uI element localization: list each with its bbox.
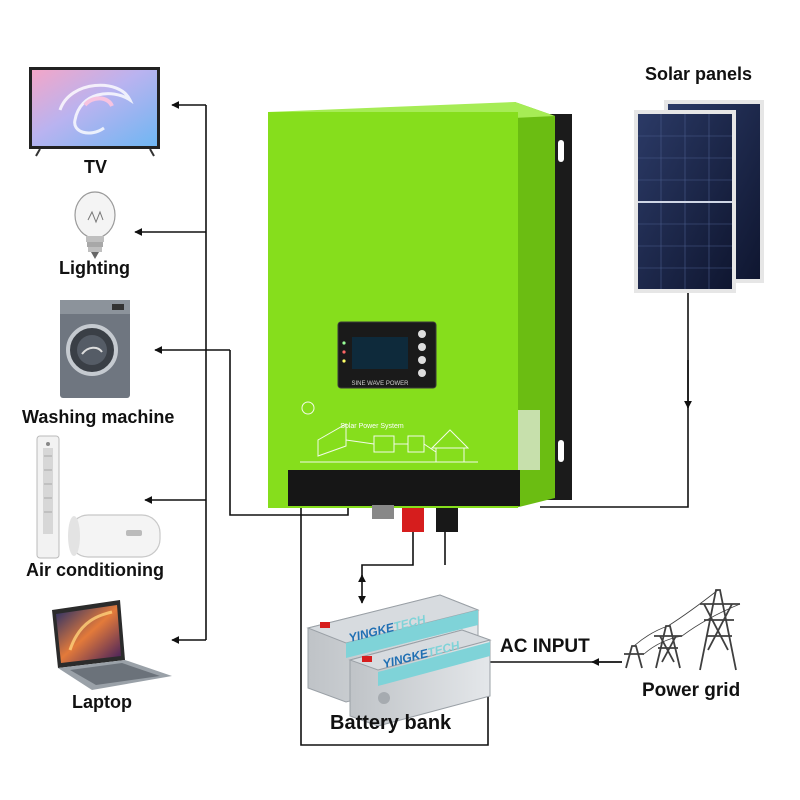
solar-panels-label: Solar panels	[645, 64, 753, 84]
washing-machine-label: Washing machine	[22, 407, 175, 427]
ac-input-line	[300, 505, 622, 746]
battery-link-line	[358, 530, 414, 604]
display-caption: SINE WAVE POWER	[351, 381, 409, 387]
ac-input-label: AC INPUT	[500, 636, 590, 657]
solar-panel-icon	[634, 100, 764, 293]
washing-machine-icon	[60, 300, 130, 398]
inverter-icon: SINE WAVE POWER Solar Power System	[268, 102, 572, 532]
air-conditioning-label: Air conditioning	[26, 560, 164, 580]
tv-icon	[29, 67, 160, 157]
power-grid-label: Power grid	[642, 680, 741, 701]
air-conditioner-icon	[36, 435, 60, 559]
laptop-label: Laptop	[72, 692, 132, 712]
water-heater-icon	[68, 514, 161, 558]
battery-icon	[306, 594, 492, 727]
lighting-label: Lighting	[59, 258, 130, 278]
power-tower-icon	[624, 589, 741, 671]
laptop-icon	[52, 600, 172, 690]
light-bulb-icon	[74, 191, 116, 259]
battery-bank-label: Battery bank	[330, 712, 452, 734]
panel-caption: Solar Power System	[340, 423, 404, 430]
tv-label: TV	[84, 157, 108, 177]
